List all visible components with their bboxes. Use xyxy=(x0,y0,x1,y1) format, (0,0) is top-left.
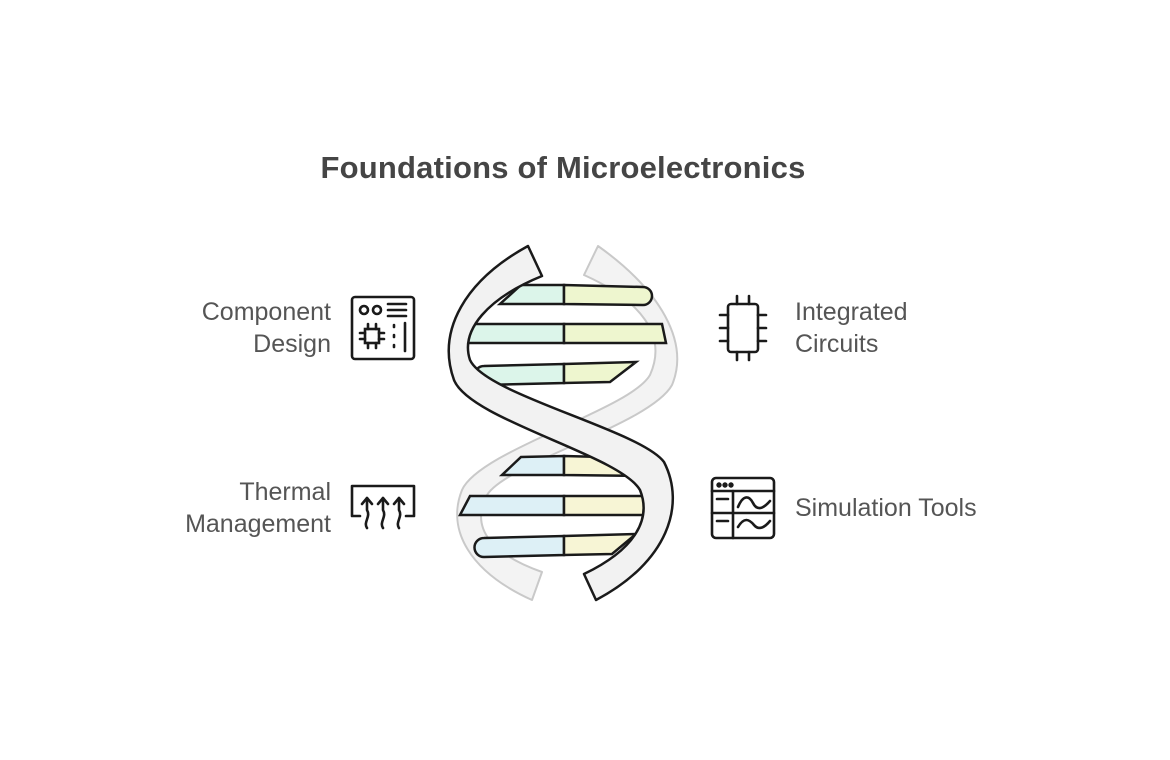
chip-icon xyxy=(718,294,768,362)
upper-rungs xyxy=(457,283,668,387)
helix-back-strand xyxy=(456,245,679,601)
label-thermal-management: Thermal Management xyxy=(120,476,331,540)
label-integrated-circuits: Integrated Circuits xyxy=(795,296,1015,360)
circuit-board-icon xyxy=(350,295,416,361)
label-line: Simulation Tools xyxy=(795,494,977,522)
heat-arrows-icon xyxy=(350,484,416,530)
diagram-title: Foundations of Microelectronics xyxy=(320,150,806,185)
label-simulation-tools: Simulation Tools xyxy=(795,492,1055,524)
helix-front-strand xyxy=(447,244,674,602)
label-line: Circuits xyxy=(795,330,879,358)
label-line: Component xyxy=(201,298,331,326)
label-line: Thermal xyxy=(239,478,331,506)
label-component-design: Component Design xyxy=(150,296,331,360)
label-line: Management xyxy=(185,510,331,538)
simulation-window-icon xyxy=(710,476,776,540)
label-line: Design xyxy=(253,330,331,358)
label-line: Integrated xyxy=(795,298,908,326)
